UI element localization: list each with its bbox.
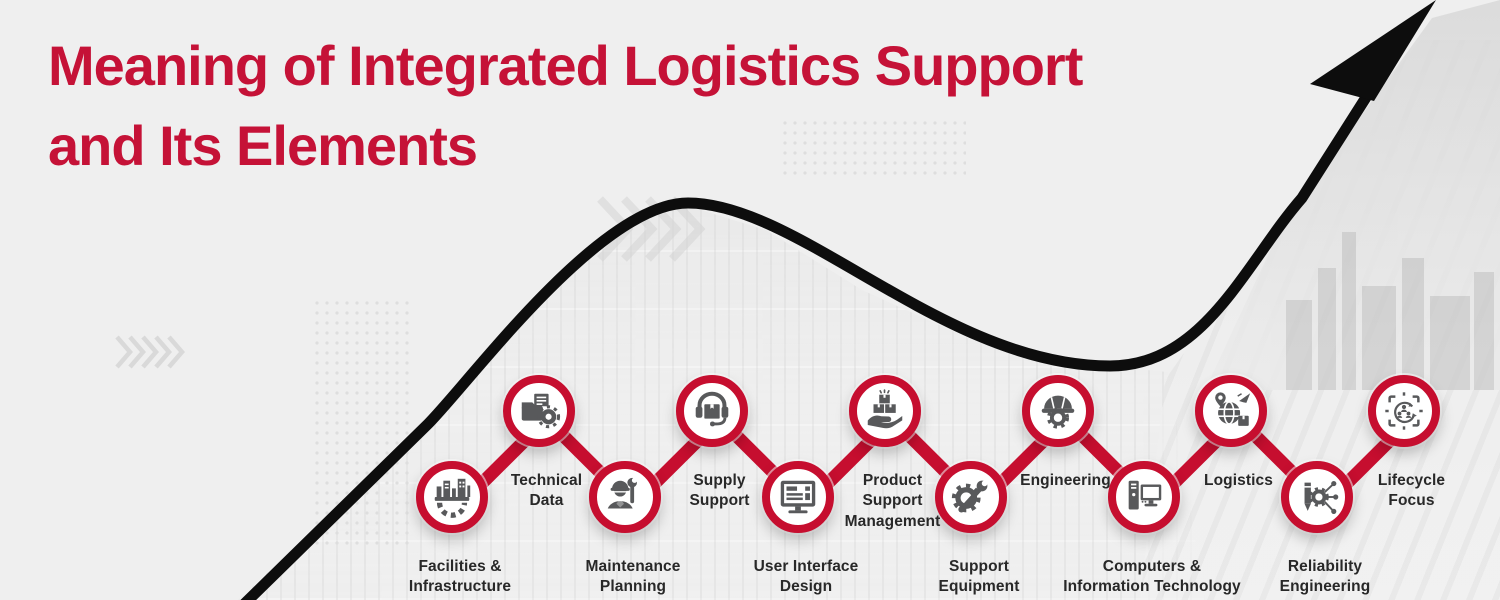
support-equipment-node bbox=[935, 461, 1007, 533]
technical-data-node bbox=[502, 375, 575, 447]
lifecycle-focus-icon bbox=[1384, 392, 1423, 430]
product-support-management-node bbox=[848, 375, 921, 447]
logistics-label: Logistics bbox=[1204, 472, 1273, 489]
chevrons-left-icon bbox=[115, 335, 185, 369]
engineering-icon bbox=[1041, 395, 1074, 429]
product-support-management-icon bbox=[867, 389, 902, 429]
facilities-infrastructure-label: Facilities &Infrastructure bbox=[408, 558, 512, 596]
dot-grid-top bbox=[780, 118, 966, 180]
dot-grid-left bbox=[312, 298, 412, 546]
title-line-2: and Its Elements bbox=[48, 113, 478, 177]
engineering-node bbox=[1021, 375, 1094, 447]
computers-information-technology-icon bbox=[1128, 480, 1162, 510]
supply-support-icon bbox=[695, 391, 728, 427]
logistics-icon bbox=[1214, 392, 1250, 426]
supply-support-node bbox=[675, 375, 748, 447]
computers-information-technology-label: Computers &Information Technology bbox=[1063, 558, 1241, 596]
growth-arrowhead-icon bbox=[1310, 0, 1436, 101]
computers-information-technology-node bbox=[1108, 461, 1180, 533]
support-equipment-icon bbox=[951, 480, 988, 513]
facilities-infrastructure-node bbox=[416, 461, 488, 533]
user-interface-design-node bbox=[762, 461, 834, 533]
facilities-infrastructure-icon bbox=[434, 478, 471, 518]
reliability-engineering-node bbox=[1281, 461, 1353, 533]
growth-curve-line bbox=[240, 41, 1405, 600]
logistics-node bbox=[1194, 375, 1267, 447]
technical-data-icon bbox=[521, 393, 560, 429]
maintenance-planning-node bbox=[589, 461, 661, 533]
engineering-label: Engineering bbox=[1020, 472, 1111, 489]
lifecycle-focus-node bbox=[1367, 375, 1440, 447]
reliability-engineering-icon bbox=[1304, 480, 1339, 514]
page-title: Meaning of Integrated Logistics Support a… bbox=[48, 26, 1083, 185]
user-interface-design-icon bbox=[780, 480, 816, 514]
title-line-1: Meaning of Integrated Logistics Support bbox=[48, 34, 1083, 97]
maintenance-planning-icon bbox=[607, 477, 638, 509]
